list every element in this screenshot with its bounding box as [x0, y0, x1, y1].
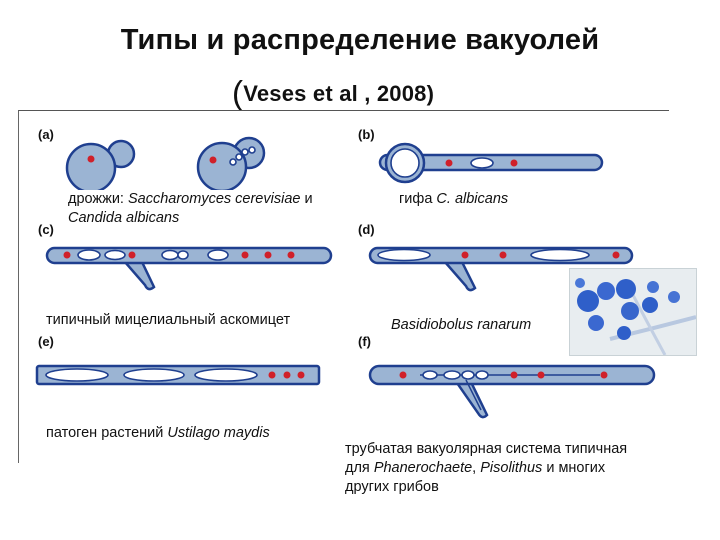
hypha-b [380, 144, 602, 182]
caption-f-line3: других грибов [345, 478, 705, 497]
caption-b-species: C. albicans [436, 191, 508, 207]
hypha-c [47, 248, 331, 289]
caption-f-post: и многих [542, 460, 605, 476]
yeast-cell-2 [198, 138, 264, 191]
panel-label-b: (b) [358, 127, 375, 142]
caption-f: трубчатая вакуолярная система типичная д… [345, 440, 705, 497]
panel-label-a: (a) [38, 127, 54, 142]
caption-a-species1: Saccharomyces cerevisiae [128, 191, 300, 207]
caption-a-species2: Candida albicans [68, 210, 179, 226]
caption-a: дрожжи: Saccharomyces cerevisiae и Candi… [68, 190, 318, 228]
caption-f-line1: трубчатая вакуолярная система типичная [345, 440, 705, 459]
caption-b-pre: гифа [399, 191, 436, 207]
caption-d: Basidiobolus ranarum [391, 316, 531, 335]
caption-d-species: Basidiobolus ranarum [391, 317, 531, 333]
panel-label-f: (f) [358, 334, 371, 349]
panel-label-e: (e) [38, 334, 54, 349]
caption-c: типичный мицелиальный аскомицет [46, 311, 290, 330]
panel-label-d: (d) [358, 222, 375, 237]
caption-a-pre: дрожжи: [68, 191, 128, 207]
caption-e: патоген растений Ustilago maydis [46, 424, 270, 443]
caption-f-genus1: Phanerochaete [374, 460, 472, 476]
caption-a-mid: и [300, 191, 312, 207]
caption-b: гифа C. albicans [399, 190, 508, 209]
caption-f-genus2: Pisolithus [480, 460, 542, 476]
yeast-cell-1 [67, 141, 134, 192]
hypha-f [370, 366, 654, 417]
caption-e-pre: патоген растений [46, 425, 167, 441]
caption-f-line2: для Phanerochaete, Pisolithus и многих [345, 459, 705, 478]
micrograph-photo [569, 268, 697, 356]
panel-label-c: (c) [38, 222, 54, 237]
caption-f-pre: для [345, 460, 374, 476]
hypha-e [37, 366, 319, 384]
caption-e-species: Ustilago maydis [167, 425, 269, 441]
